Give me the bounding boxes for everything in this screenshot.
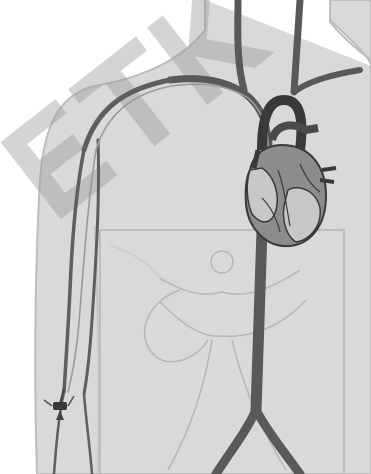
inferior-vena-cava xyxy=(256,230,262,410)
